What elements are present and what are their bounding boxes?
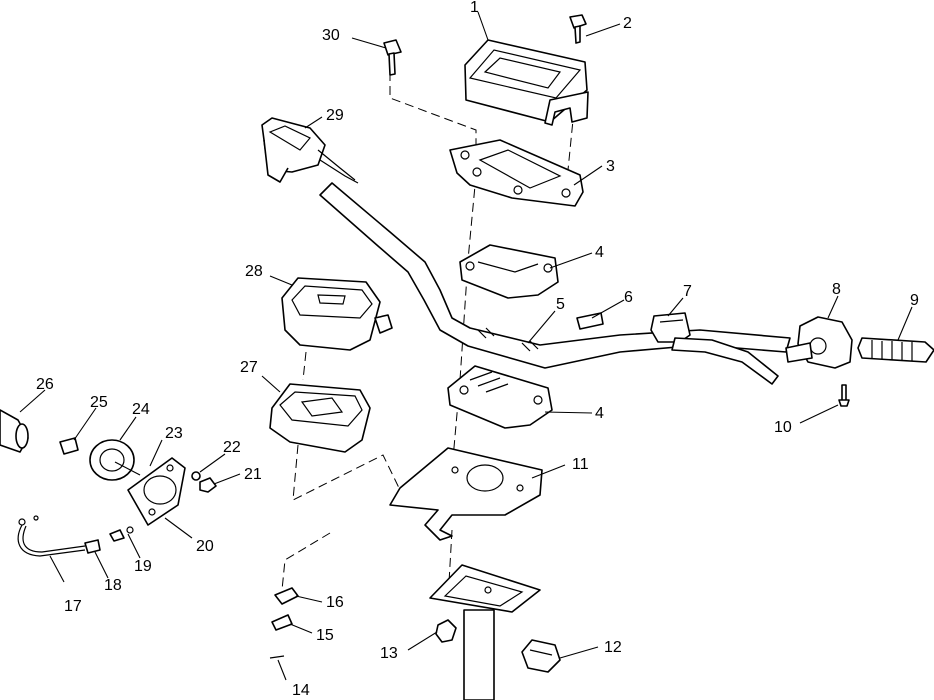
part-22-washer: [191, 471, 201, 481]
callout-21: 21: [244, 466, 262, 483]
callout-26: 26: [36, 376, 54, 393]
brake-lever: [671, 337, 779, 385]
callout-28: 28: [245, 263, 263, 280]
part-10-screw: [838, 384, 850, 407]
callout-24: 24: [132, 401, 150, 418]
callout-13: 13: [380, 645, 398, 662]
callout-4-upper: 4: [595, 244, 604, 261]
steering-post: [429, 564, 541, 700]
part-18-fitting: [84, 539, 101, 554]
part-23-shaft: [114, 461, 141, 476]
part-19-fitting: [109, 526, 134, 542]
callout-5: 5: [556, 296, 565, 313]
part-29-switch-housing: [261, 117, 359, 184]
callout-6: 6: [624, 289, 633, 306]
callout-15: 15: [316, 627, 334, 644]
part-14-pin: [269, 655, 285, 659]
part-12-clamp-band: [521, 639, 561, 673]
callout-14: 14: [292, 682, 310, 699]
part-28-speedometer: [281, 277, 393, 351]
part-30-bolt: [383, 39, 402, 76]
callout-labels: 1 2 3 4 4 5 6 7 8 9 10 11 12 13 14 15 16…: [36, 0, 919, 699]
callout-12: 12: [604, 639, 622, 656]
callout-7: 7: [683, 283, 692, 300]
callout-25: 25: [90, 394, 108, 411]
part-4-lower-clamp: [447, 365, 553, 429]
callout-11: 11: [572, 456, 589, 473]
part-8-throttle-housing: [785, 316, 853, 369]
part-26-cable-end: [0, 409, 29, 453]
part-20-housing: [127, 457, 186, 526]
callout-16: 16: [326, 594, 344, 611]
callout-1: 1: [470, 0, 479, 16]
callout-20: 20: [196, 538, 214, 555]
callout-29: 29: [326, 107, 344, 124]
callout-30: 30: [322, 27, 340, 44]
part-24-washer: [89, 439, 135, 481]
part-17-cable: [17, 515, 86, 557]
callout-8: 8: [832, 281, 841, 298]
callout-9: 9: [910, 292, 919, 309]
part-11-bracket: [389, 447, 543, 541]
part-27-meter-holder: [269, 383, 371, 453]
callout-17: 17: [64, 598, 82, 615]
part-15-clip: [271, 614, 293, 631]
part-4-upper-clamp: [459, 244, 559, 299]
part-13-nut: [435, 619, 457, 643]
callout-18: 18: [104, 577, 122, 594]
part-1-handlebar-cover: [464, 39, 589, 126]
callout-27: 27: [240, 359, 258, 376]
part-7-throttle-clamp: [650, 312, 691, 343]
callout-19: 19: [134, 558, 152, 575]
callout-23: 23: [165, 425, 183, 442]
leader-lines: [19, 11, 913, 681]
callout-4-lower: 4: [595, 405, 604, 422]
callout-3: 3: [606, 158, 615, 175]
part-9-grip: [857, 337, 934, 363]
part-5-handlebar: [319, 182, 791, 369]
part-3-mounting-plate: [449, 139, 584, 207]
part-2-bolt: [569, 14, 587, 44]
callout-2: 2: [623, 15, 632, 32]
part-16-clip: [274, 587, 299, 605]
callout-22: 22: [223, 439, 241, 456]
part-6-pad: [576, 312, 604, 330]
part-25-fitting: [59, 437, 79, 455]
part-21-nut: [199, 477, 217, 493]
callout-10: 10: [774, 419, 792, 436]
